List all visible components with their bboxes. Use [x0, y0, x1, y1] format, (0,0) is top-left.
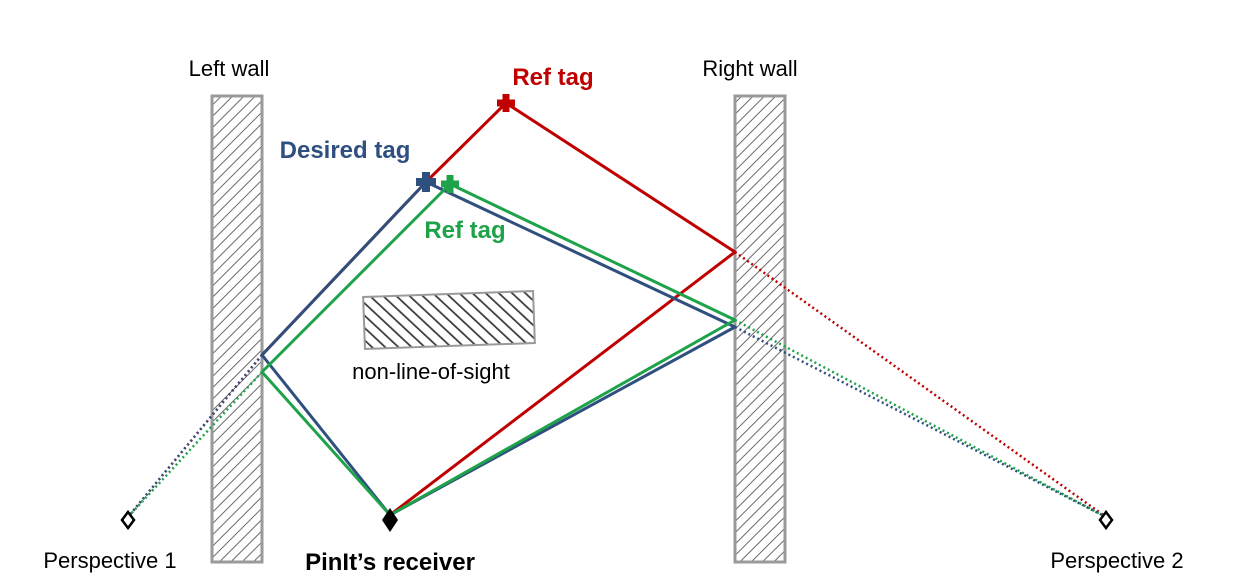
perspective-1-diamond-icon: [120, 509, 136, 531]
right-wall: [733, 94, 787, 564]
red-ref-tag-label: Ref tag: [512, 64, 593, 91]
desired-tag-label: Desired tag: [280, 137, 411, 164]
desired-tag-plus-icon: [416, 172, 436, 192]
obstacle-label: non-line-of-sight: [352, 359, 510, 384]
right-wall-label: Right wall: [702, 56, 797, 81]
green-ref-tag-plus-icon: [441, 175, 459, 193]
perspective-1-label: Perspective 1: [43, 548, 176, 573]
blue-path-dotted-left: [127, 354, 263, 518]
perspective-2-label: Perspective 2: [1050, 548, 1183, 573]
perspective-2-diamond-icon: [1098, 509, 1114, 531]
red-ref-tag-paths: [127, 101, 1107, 519]
receiver-diamond-icon: [382, 508, 398, 532]
left-wall: [210, 94, 264, 564]
obstacle-block: [362, 290, 536, 350]
desired-tag-paths: [127, 180, 1107, 519]
receiver-label: PinIt’s receiver: [305, 549, 475, 576]
red-ref-tag-plus-icon: [497, 94, 515, 112]
red-path-dotted-right: [734, 250, 1107, 519]
blue-path-dotted-right: [734, 325, 1107, 519]
green-path-dotted-right: [734, 318, 1107, 519]
left-wall-label: Left wall: [189, 56, 270, 81]
green-ref-tag-paths: [127, 182, 1107, 519]
green-ref-tag-label: Ref tag: [424, 217, 505, 244]
